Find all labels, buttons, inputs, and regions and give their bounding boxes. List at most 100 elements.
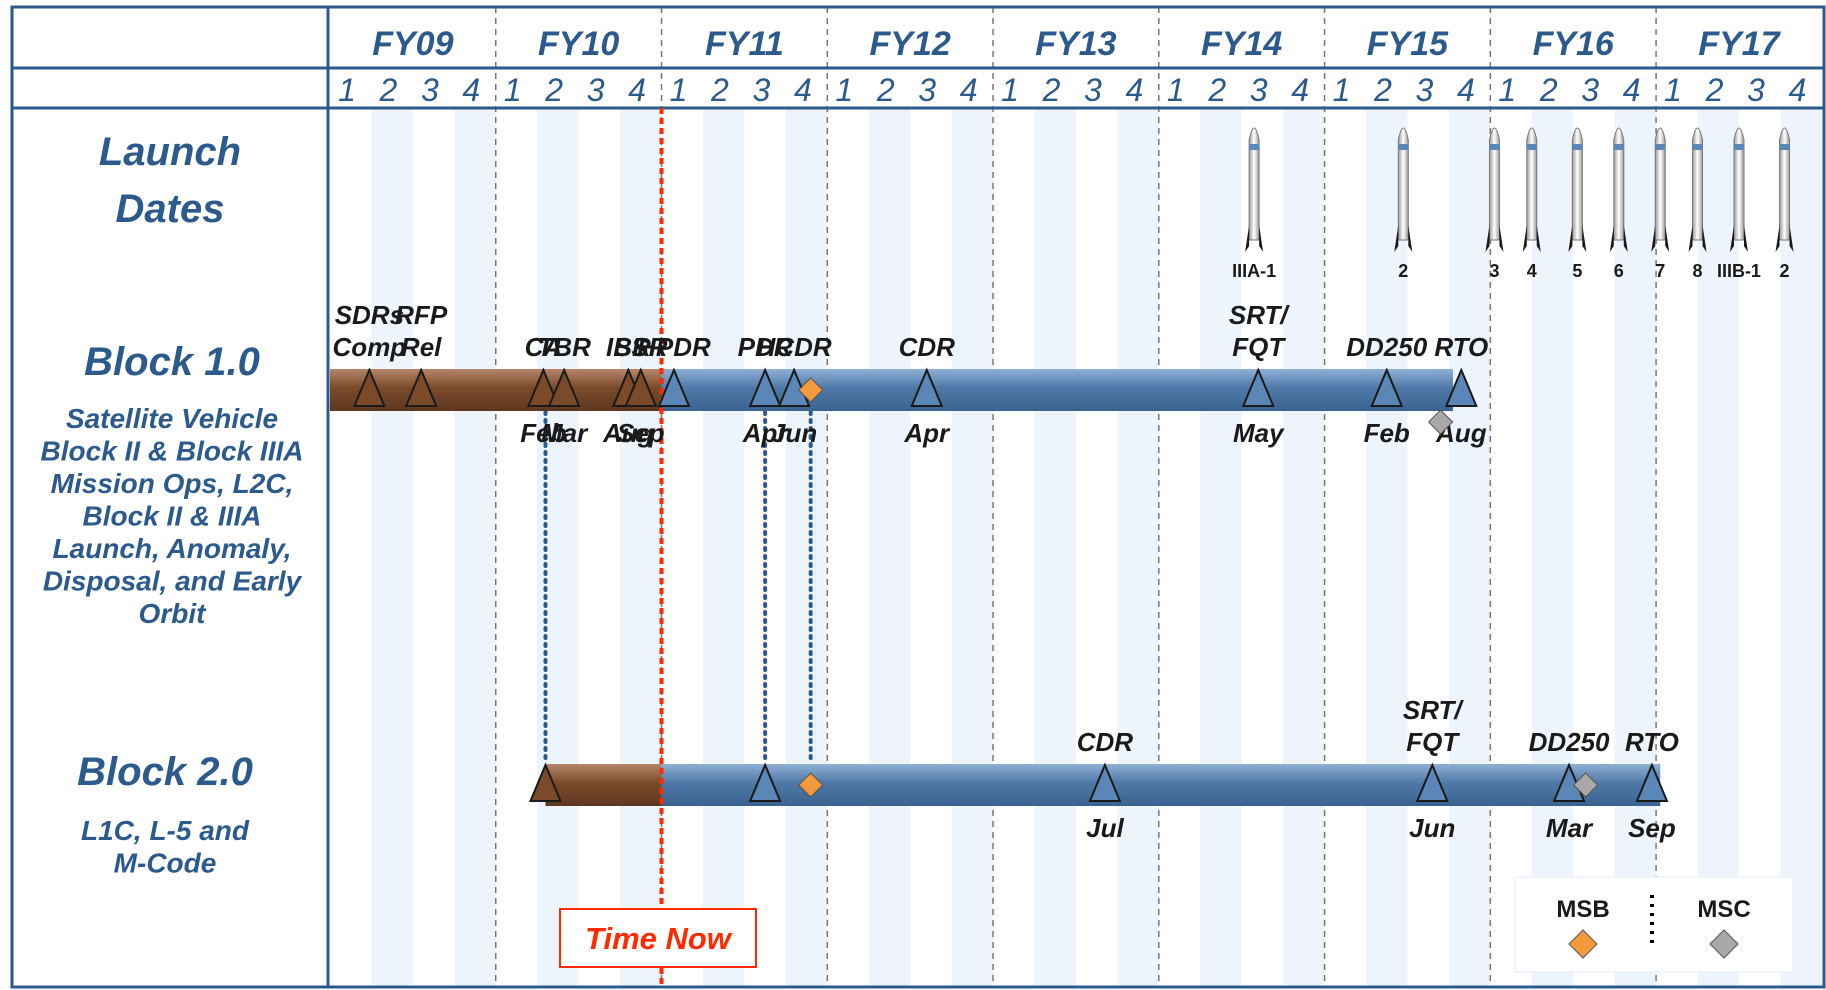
rocket-icon [1245, 128, 1263, 252]
block1-subtitle-line: Mission Ops, L2C, [51, 468, 294, 499]
quarter-label: 1 [835, 72, 853, 108]
quarter-label: 3 [1250, 72, 1268, 108]
quarter-label: 3 [1747, 72, 1765, 108]
milestone-label: FQT [1406, 727, 1460, 757]
quarter-label: 2 [876, 72, 895, 108]
legend-label-msb: MSB [1556, 896, 1609, 923]
quarter-label: 3 [1416, 72, 1434, 108]
fy-label: FY09 [372, 25, 453, 63]
quarter-stripe [537, 108, 578, 987]
quarter-label: 1 [670, 72, 688, 108]
time-now-label-box: Time Now [560, 909, 756, 967]
fy-label: FY11 [705, 25, 784, 63]
quarter-stripe [786, 108, 827, 987]
quarter-label: 2 [710, 72, 729, 108]
launch-label: IIIA-1 [1232, 261, 1276, 281]
block1-subtitle-line: Launch, Anomaly, [52, 533, 291, 564]
quarter-label: 3 [753, 72, 771, 108]
milestone-label: FQT [1232, 332, 1286, 362]
quarter-label: 2 [1705, 72, 1724, 108]
quarter-stripe [620, 108, 661, 987]
quarter-stripe [454, 108, 495, 987]
launch-label: 5 [1572, 261, 1582, 281]
milestone-label: Comp [333, 332, 407, 362]
quarter-stripe [1449, 108, 1490, 987]
launch-label: IIIB-1 [1717, 261, 1761, 281]
block1-subtitle-line: Disposal, and Early [43, 566, 303, 597]
quarter-stripe [703, 108, 744, 987]
quarter-label: 1 [1498, 72, 1516, 108]
milestone-label: RFP [395, 300, 448, 330]
launch-label: 6 [1614, 261, 1624, 281]
launch-label: 7 [1655, 261, 1665, 281]
quarter-label: 1 [1167, 72, 1185, 108]
quarter-stripe [371, 108, 412, 987]
launch-label: 2 [1780, 261, 1790, 281]
quarter-stripe [1117, 108, 1158, 987]
block1-subtitle-line: Block II & Block IIIA [41, 436, 304, 467]
dependency-lines [545, 412, 810, 763]
quarter-label: 4 [462, 72, 480, 108]
fy-label: FY16 [1533, 25, 1615, 63]
launch-label: 4 [1527, 261, 1537, 281]
milestone-date: Mar [1546, 813, 1594, 843]
milestone-label: CDR [1077, 727, 1134, 757]
milestone-date: Mar [541, 418, 589, 448]
block1-subtitle-line: Satellite Vehicle [66, 403, 278, 434]
milestone-label: TBR [537, 332, 591, 362]
milestone-label: SRT/ [1229, 300, 1291, 330]
quarter-label: 3 [1084, 72, 1102, 108]
quarter-label: 3 [1581, 72, 1599, 108]
milestone-label: SDRs [335, 300, 404, 330]
milestone-date: Sep [1628, 813, 1676, 843]
quarter-stripe [869, 108, 910, 987]
milestone-date: Jun [1409, 813, 1455, 843]
legend: MSB MSC [1515, 877, 1793, 972]
quarter-label: 1 [504, 72, 522, 108]
quarter-label: 4 [1291, 72, 1309, 108]
launch-title-line-1: Launch [99, 130, 241, 174]
fy-label: FY13 [1035, 25, 1116, 63]
quarter-label: 3 [587, 72, 605, 108]
block1-subtitle-line: Block II & IIIA [83, 501, 262, 532]
quarter-label: 4 [1125, 72, 1143, 108]
milestone-date: May [1233, 418, 1285, 448]
milestone-date: Jun [771, 418, 817, 448]
block1-subtitle: Satellite VehicleBlock II & Block IIIAMi… [41, 403, 304, 629]
quarter-stripe [1200, 108, 1241, 987]
quarter-stripe [1283, 108, 1324, 987]
block2-subtitle-line: M-Code [114, 848, 217, 879]
fiscal-year-header: FY09FY10FY11FY12FY13FY14FY15FY16FY17 [372, 25, 1781, 63]
block1-title: Block 1.0 [84, 340, 260, 384]
quarter-stripe [1034, 108, 1075, 987]
launch-row-title: Launch Dates [99, 130, 241, 231]
launch-title-line-2: Dates [116, 187, 225, 231]
quarter-label: 2 [1539, 72, 1558, 108]
legend-label-msc: MSC [1697, 896, 1750, 923]
launch-label: 3 [1489, 261, 1499, 281]
milestone-date: Jul [1086, 813, 1124, 843]
block1-subtitle-line: Orbit [139, 598, 208, 629]
milestone-label: RTO [1625, 727, 1679, 757]
quarter-label: 1 [1001, 72, 1019, 108]
milestone-label: HCDR [757, 332, 832, 362]
quarter-label: 2 [1042, 72, 1061, 108]
fy-label: FY14 [1201, 25, 1282, 63]
fy-label: FY17 [1698, 25, 1781, 63]
launch-label: 2 [1398, 261, 1408, 281]
quarter-label: 3 [421, 72, 439, 108]
quarter-label: 2 [379, 72, 398, 108]
milestone-label: DD250 [1346, 332, 1427, 362]
quarter-label: 4 [1623, 72, 1641, 108]
quarter-label: 2 [1207, 72, 1226, 108]
quarter-label: 1 [1664, 72, 1682, 108]
time-now-label: Time Now [585, 921, 733, 956]
quarter-label: 2 [1373, 72, 1392, 108]
fy-label: FY12 [870, 25, 951, 63]
milestone-label: RTO [1434, 332, 1488, 362]
